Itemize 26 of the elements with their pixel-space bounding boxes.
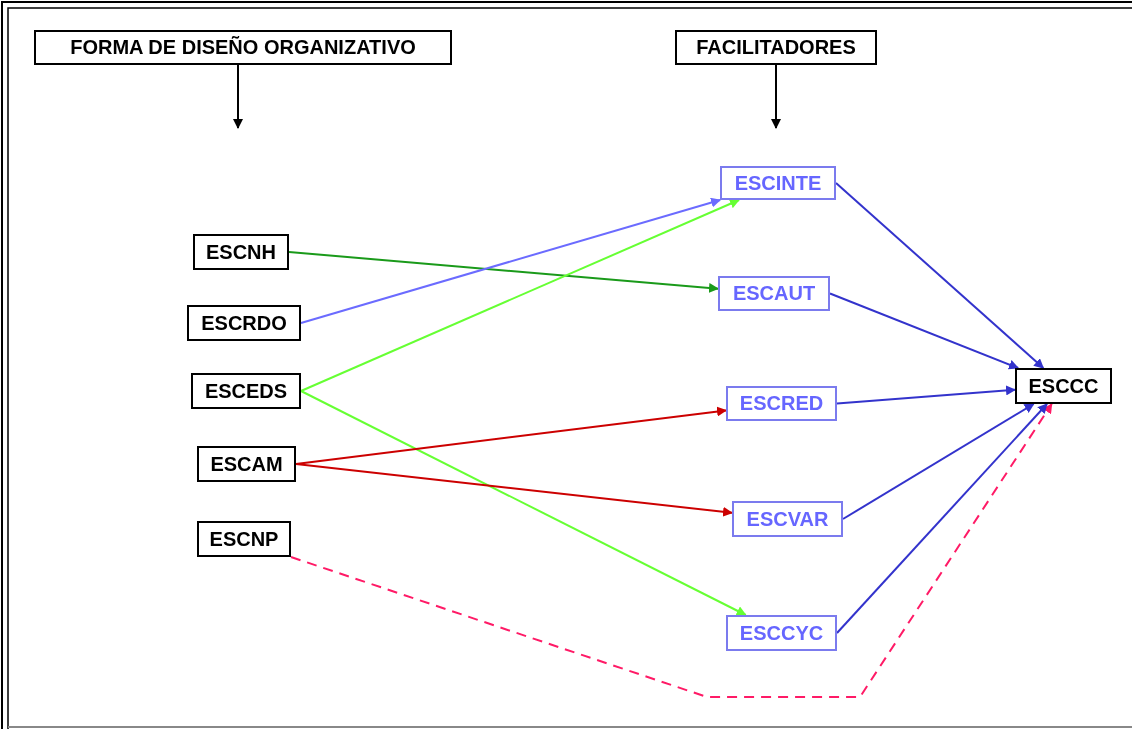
label-box: ESCCYC (726, 615, 837, 651)
arrow (842, 403, 1035, 520)
label-box: ESCNH (193, 234, 289, 270)
label-box: ESCINTE (720, 166, 836, 200)
arrow (295, 463, 733, 517)
arrow (771, 64, 781, 129)
label-box: ESCCC (1015, 368, 1112, 404)
arrow (300, 197, 722, 324)
arrow (288, 251, 719, 293)
label-box: ESCRDO (187, 305, 301, 341)
arrow (829, 292, 1020, 370)
arrow (836, 385, 1016, 405)
arrow (835, 182, 1045, 369)
heading-box: FACILITADORES (675, 30, 877, 65)
arrow (300, 390, 747, 616)
arrow (300, 199, 740, 392)
label-box: ESCRED (726, 386, 837, 421)
heading-box: FORMA DE DISEÑO ORGANIZATIVO (34, 30, 452, 65)
label-box: ESCVAR (732, 501, 843, 537)
label-box: ESCNP (197, 521, 291, 557)
arrow (233, 64, 243, 129)
arrow (836, 403, 1048, 634)
label-box: ESCAM (197, 446, 296, 482)
label-box: ESCAUT (718, 276, 830, 311)
arrow (290, 403, 1053, 698)
label-box: ESCEDS (191, 373, 301, 409)
